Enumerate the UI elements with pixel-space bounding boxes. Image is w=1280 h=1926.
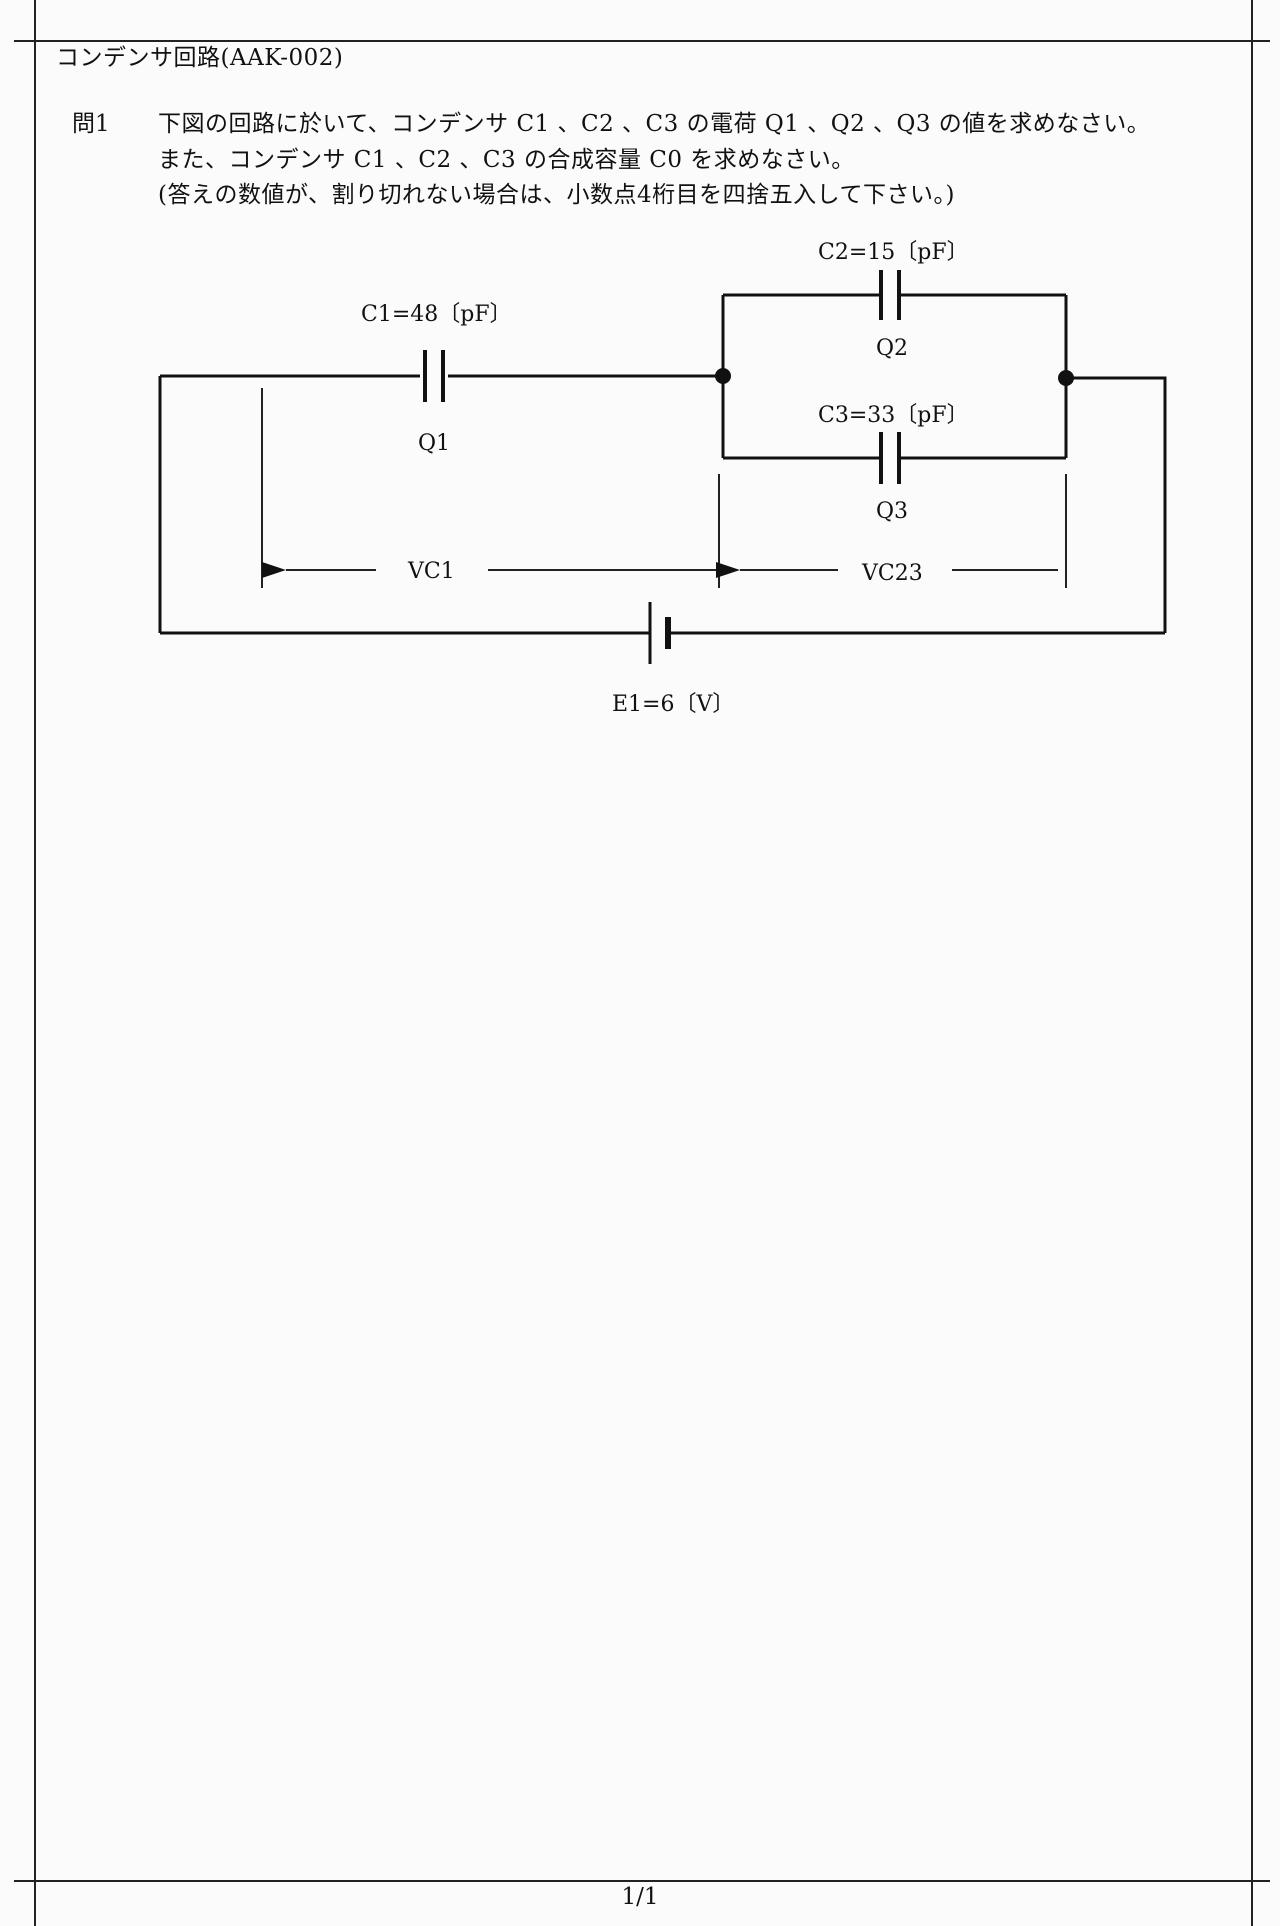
wire-right-side xyxy=(1066,376,1167,633)
frame-top-line xyxy=(14,40,1270,42)
junction-node-right xyxy=(1058,370,1074,386)
question-line-1: 下図の回路に於いて、コンデンサ C1 、C2 、C3 の電荷 Q1 、Q2 、Q… xyxy=(158,111,1151,137)
document-title: コンデンサ回路(AAK-002) xyxy=(56,45,344,71)
c3-label: C3=33〔pF〕 xyxy=(818,403,969,428)
question-line-2: また、コンデンサ C1 、C2 、C3 の合成容量 C0 を求めなさい。 xyxy=(158,147,855,173)
e1-label: E1=6〔V〕 xyxy=(612,692,734,717)
q2-label: Q2 xyxy=(876,336,908,361)
junction-node-left xyxy=(715,368,731,384)
vc1-label: VC1 xyxy=(407,559,455,584)
circuit-diagram: C1=48〔pF〕 Q1 C2=15〔pF〕 Q2 C3=33〔pF〕 Q3 V… xyxy=(158,240,1167,717)
q1-label: Q1 xyxy=(418,431,450,456)
question-line-3: (答えの数値が、割り切れない場合は、小数点4桁目を四捨五入して下さい。) xyxy=(158,182,955,208)
frame-right-line xyxy=(1251,0,1253,1926)
c1-label: C1=48〔pF〕 xyxy=(361,302,512,327)
c2-label: C2=15〔pF〕 xyxy=(818,240,969,265)
vc23-label: VC23 xyxy=(861,561,923,586)
frame-bottom-line xyxy=(14,1880,1270,1882)
question-number: 問1 xyxy=(72,111,110,137)
q3-label: Q3 xyxy=(876,499,908,524)
frame-left-line xyxy=(34,0,36,1926)
page-indicator: 1/1 xyxy=(621,1884,659,1910)
